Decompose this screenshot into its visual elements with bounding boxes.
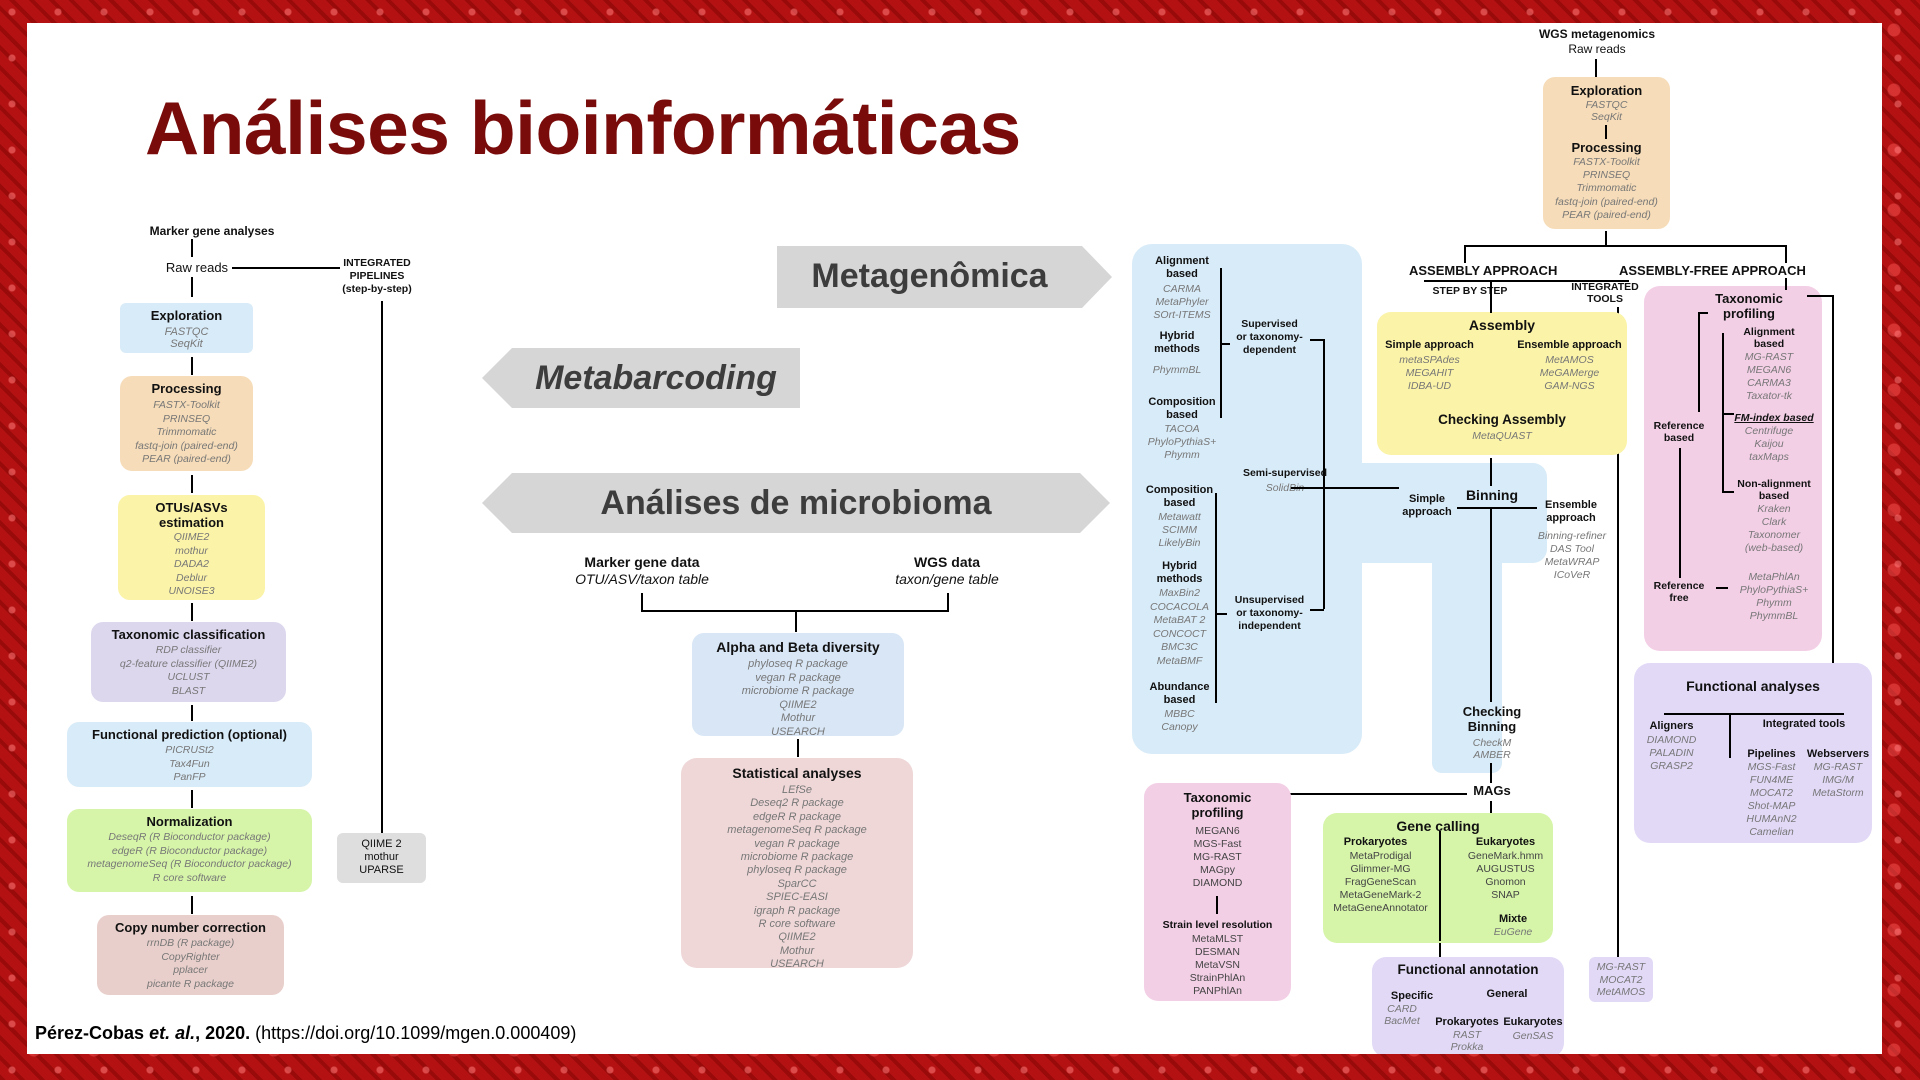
assembly-free-label: ASSEMBLY-FREE APPROACH: [1619, 263, 1806, 278]
marker-raw-reads: Raw reads: [165, 260, 229, 275]
metabarcoding-label: Metabarcoding: [535, 359, 777, 397]
slide: Análises bioinformáticas Marker gene ana…: [27, 23, 1882, 1054]
gene-calling-box: Gene calling Prokaryotes Eukaryotes Meta…: [1323, 813, 1553, 943]
functional-annotation-box: Functional annotation Specific General C…: [1372, 957, 1564, 1054]
metagenomica-label: Metagenômica: [811, 257, 1048, 295]
alpha-beta-box: Alpha and Beta diversity phyloseq R pack…: [692, 633, 904, 738]
metagenomica-arrow: [777, 246, 1112, 308]
assembly-box: Assembly Simple approach Ensemble approa…: [1377, 312, 1627, 455]
functional-prediction-box: Functional prediction (optional) PICRUSt…: [67, 722, 312, 787]
page-title: Análises bioinformáticas: [145, 86, 1021, 170]
normalization-box: Normalization DeseqR (R Bioconductor pac…: [67, 809, 312, 892]
binning-label: Binning: [1465, 487, 1519, 503]
check-binning-panel: [1432, 523, 1502, 773]
marker-head: Marker gene analyses: [149, 224, 275, 238]
mags-label: MAGs: [1473, 783, 1511, 798]
microbioma-arrow: [482, 473, 1110, 533]
metabarcoding-arrow: [482, 348, 800, 408]
microbioma-label: Análises de microbioma: [600, 484, 992, 522]
semi-supervised-label: Semi-supervised: [1242, 467, 1328, 479]
citation: Pérez-Cobas et. al., 2020. (https://doi.…: [35, 1023, 577, 1043]
assembly-approach-label: ASSEMBLY APPROACH: [1409, 263, 1558, 278]
copy-number-box: Copy number correction rrnDB (R package)…: [97, 915, 284, 995]
step-by-step-label: STEP BY STEP: [1432, 285, 1508, 297]
